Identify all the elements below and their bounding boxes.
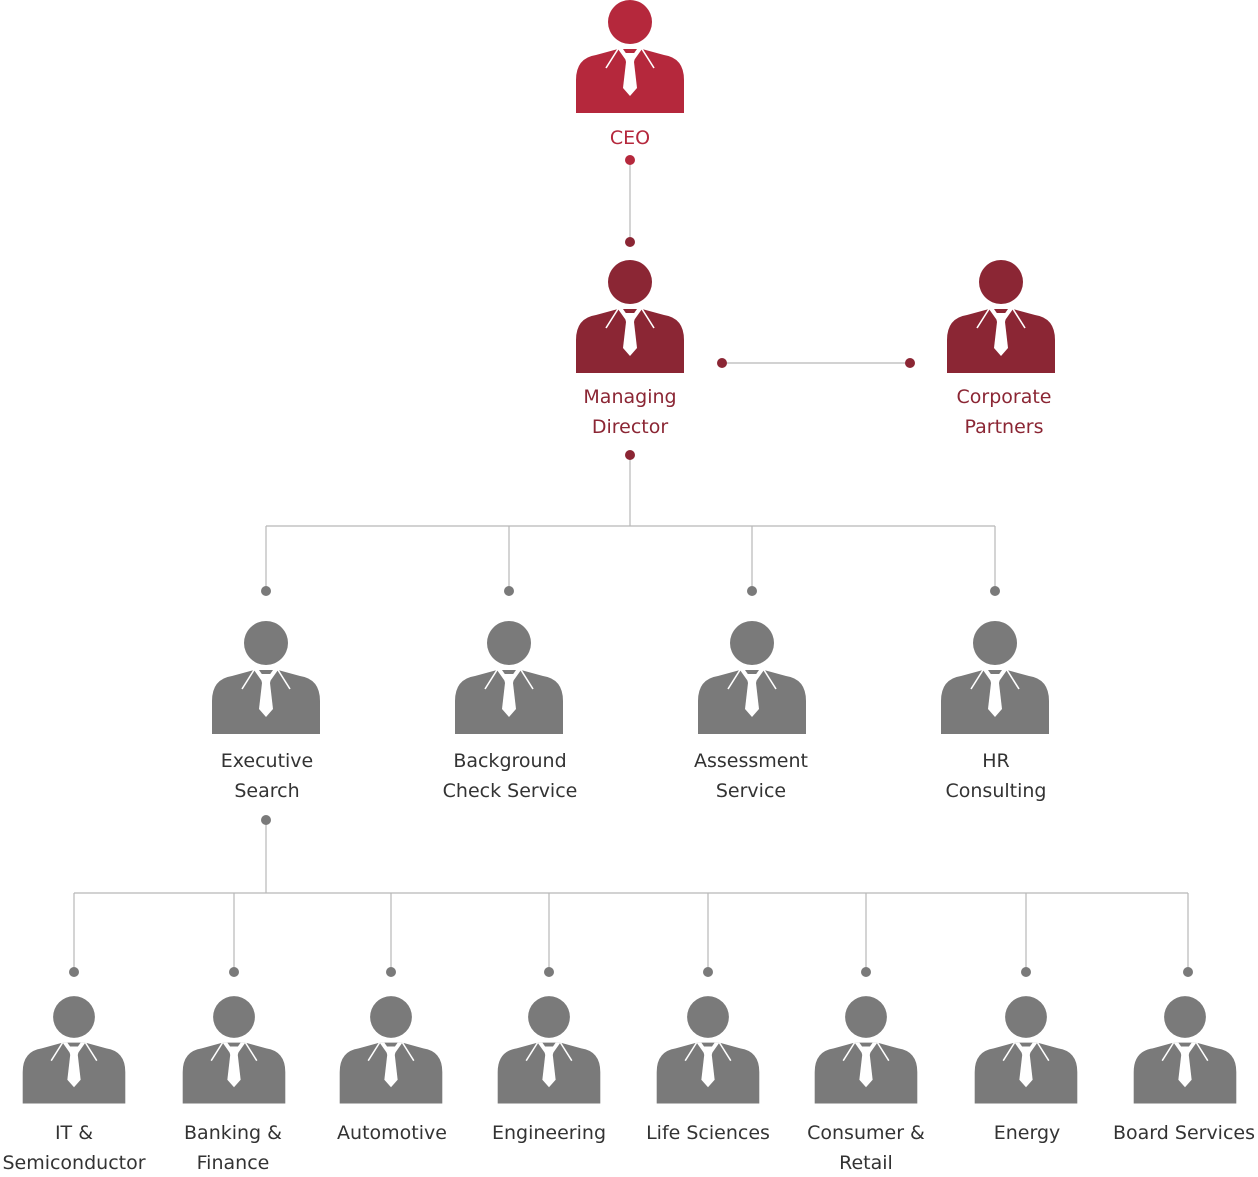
it-semiconductor-label-line-1: IT & [55,1122,93,1144]
board-services-person-icon [1133,996,1237,1104]
banking-finance-label-line-1: Banking & [184,1122,282,1144]
executive-search-label-line-1: Executive [221,750,314,772]
background-check-label-line-2: Check Service [443,780,578,802]
hr-consulting-person-icon [941,621,1049,734]
person-icons [22,0,1237,1104]
banking-finance-top-dot [229,967,239,977]
life-sciences-top-dot [703,967,713,977]
managing-director-person-icon [576,260,684,373]
assessment-label-line-1: Assessment [694,750,808,772]
board-services-label: Board Services [1113,1122,1255,1144]
corporate-partners-label-line-2: Partners [965,416,1044,438]
consumer-retail-label-line-2: Retail [839,1152,893,1174]
corporate-partners-person-icon [947,260,1055,373]
executive-search-top-dot [261,586,271,596]
hr-consulting-top-dot [990,586,1000,596]
ceo-label: CEO [610,127,650,149]
it-semiconductor-top-dot [69,967,79,977]
assessment-label-line-2: Service [716,780,786,802]
md-top-dot [625,237,635,247]
assessment-top-dot [747,586,757,596]
md-bottom-dot [625,450,635,460]
connector-dots [69,155,1193,977]
executive-search-label-line-2: Search [234,780,299,802]
banking-finance-label-line-2: Finance [197,1152,270,1174]
automotive-label: Automotive [337,1122,447,1144]
partners-left-dot [905,358,915,368]
consumer-retail-top-dot [861,967,871,977]
ceo-person-icon [576,0,684,113]
corporate-partners-label-line-1: Corporate [957,386,1052,408]
energy-top-dot [1021,967,1031,977]
it-semiconductor-label-line-2: Semiconductor [2,1152,145,1174]
md-right-dot [717,358,727,368]
automotive-person-icon [339,996,443,1104]
it-semiconductor-person-icon [22,996,126,1104]
background-check-person-icon [455,621,563,734]
energy-label: Energy [994,1122,1061,1144]
life-sciences-person-icon [656,996,760,1104]
background-check-top-dot [504,586,514,596]
hr-consulting-label-line-1: HR [982,750,1010,772]
background-check-label-line-1: Background [453,750,566,772]
automotive-top-dot [386,967,396,977]
energy-person-icon [974,996,1078,1104]
engineering-label: Engineering [492,1122,606,1144]
engineering-person-icon [497,996,601,1104]
consumer-retail-person-icon [814,996,918,1104]
ceo-bottom-dot [625,155,635,165]
managing-director-label-line-2: Director [592,416,669,438]
connector-lines [73,160,1189,972]
managing-director-label-line-1: Managing [583,386,676,408]
banking-finance-person-icon [182,996,286,1104]
executive-search-bottom-dot [261,815,271,825]
assessment-person-icon [698,621,806,734]
board-services-top-dot [1183,967,1193,977]
life-sciences-label: Life Sciences [646,1122,770,1144]
consumer-retail-label-line-1: Consumer & [807,1122,925,1144]
executive-search-person-icon [212,621,320,734]
hr-consulting-label-line-2: Consulting [946,780,1047,802]
engineering-top-dot [544,967,554,977]
